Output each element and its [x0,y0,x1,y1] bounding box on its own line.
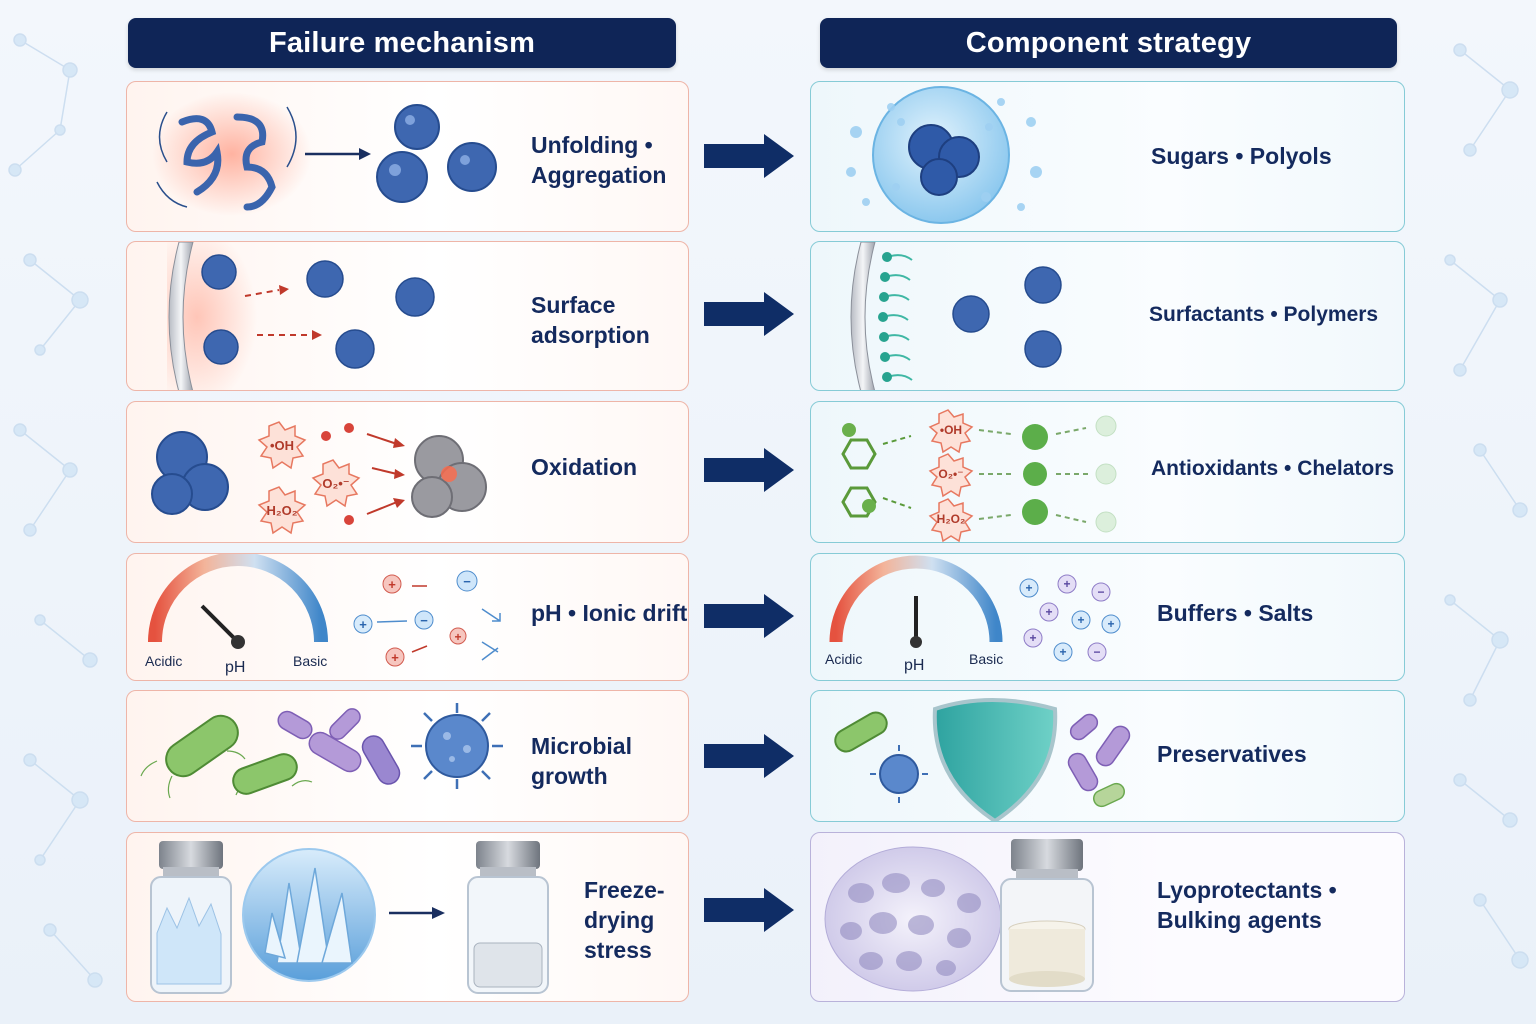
surfactant-icon [878,252,913,382]
ph-label: pH [225,659,245,676]
shield-icon [932,698,1058,821]
failure-panel-adsorption: Surface adsorption [126,241,689,391]
virus-icon [870,745,928,803]
surface-wall-icon [850,242,876,390]
svg-text:+: + [1025,581,1032,595]
vial-icon [1000,839,1094,992]
strategy-label-line: Preservatives [1157,741,1307,767]
svg-text:+: + [1063,577,1070,591]
failure-label-line: pH • Ionic drift [531,600,688,626]
protein-icon [201,254,435,369]
antioxidant-ring-icon [841,438,877,518]
acidic-label: Acidic [145,653,182,669]
unfolded-protein-icon [178,113,276,211]
right-arrow-icon [704,448,794,492]
peroxide-label: H₂O₂ [937,512,966,526]
failure-panel-oxidation: •OH O₂•⁻ H₂O₂ Oxidation [126,401,689,543]
failure-panel-freeze-drying: Freeze- drying stress [126,832,689,1002]
virus-icon [411,703,503,789]
superoxide-label: O₂•⁻ [938,467,963,481]
failure-panel-unfolding: Unfolding • Aggregation [126,81,689,232]
aggregate-protein-icon [376,104,497,203]
ice-crystal-icon [242,848,376,982]
strategy-panel-preservatives: Preservatives [810,690,1405,822]
right-arrow-icon [704,734,794,778]
failure-panel-ph: Acidic pH Basic + − + − + + pH • Ionic d… [126,553,689,681]
failure-label-line: adsorption [531,322,650,348]
strategy-label-line: Antioxidants • Chelators [1151,457,1395,480]
strategy-panel-antioxidants: •OH O₂•⁻ H₂O₂ Antioxidants • Chelators [810,401,1405,543]
bacteria-icon [834,711,888,753]
failure-label-line: Freeze- [584,877,665,903]
strategy-label-line: Lyoprotectants • [1157,877,1337,903]
porous-matrix-icon [824,846,1002,992]
ph-gauge-icon [829,555,1003,648]
bacteria-icon [140,708,401,799]
right-arrow-icon [704,292,794,336]
failure-mechanism-header: Failure mechanism [128,18,676,68]
ph-label: pH [904,657,924,674]
svg-text:+: + [391,650,399,665]
failure-label-line: Oxidation [531,454,638,480]
right-arrow-icon [305,148,371,160]
svg-text:−: − [463,574,471,589]
oh-radical-label: •OH [940,423,962,437]
failure-panel-microbial: Microbial growth [126,690,689,822]
svg-text:−: − [1097,585,1104,599]
vial-icon [467,841,549,994]
svg-text:+: + [1045,605,1052,619]
basic-label: Basic [293,653,327,669]
svg-text:+: + [1077,613,1084,627]
strategy-panel-sugars: Sugars • Polyols [810,81,1405,232]
failure-label-line: Unfolding • [531,132,653,158]
strategy-label-line: Surfactants • Polymers [1149,303,1379,326]
right-arrow-icon [704,594,794,638]
strategy-panel-lyoprotectants: Lyoprotectants • Bulking agents [810,832,1405,1002]
svg-text:+: + [1059,645,1066,659]
acidic-label: Acidic [825,651,862,667]
right-arrow-icon [704,134,794,178]
failure-label-line: growth [531,763,608,789]
radical-burst-icon [257,421,361,535]
component-strategy-header: Component strategy [820,18,1397,68]
ph-gauge-icon [148,554,328,649]
failure-label-line: drying [584,907,655,933]
ion-icon: + + − + + + + + − [1019,574,1121,662]
svg-text:+: + [359,617,367,632]
vial-icon [150,841,232,994]
peroxide-label: H₂O₂ [266,503,297,518]
oh-radical-label: •OH [270,438,294,453]
protein-icon [908,124,980,196]
svg-text:+: + [454,630,461,644]
strategy-label-line: Sugars • Polyols [1151,143,1332,169]
surface-wall-icon [168,242,194,390]
svg-text:+: + [1029,631,1036,645]
failure-label-line: Surface [531,292,616,318]
bacteria-icon [1067,713,1131,792]
basic-label: Basic [969,651,1003,667]
ion-icon: + − + − + + [353,570,478,667]
failure-label-line: stress [584,937,652,963]
strategy-label-line: Buffers • Salts [1157,600,1314,626]
svg-text:−: − [420,613,428,628]
svg-text:+: + [1107,617,1114,631]
strategy-label-line: Bulking agents [1157,907,1322,933]
failure-label-line: Aggregation [531,162,667,188]
right-arrow-icon [389,907,445,919]
strategy-panel-buffers: Acidic pH Basic + + − + + + + + − Buffer… [810,553,1405,681]
protein-icon [952,266,1062,368]
failure-label-line: Microbial [531,733,632,759]
strategy-panel-surfactants: Surfactants • Polymers [810,241,1405,391]
superoxide-label: O₂•⁻ [322,476,349,491]
protein-icon [151,431,229,515]
radical-burst-icon [928,409,974,542]
svg-text:−: − [1093,645,1100,659]
right-arrow-icon [704,888,794,932]
svg-text:+: + [388,577,396,592]
